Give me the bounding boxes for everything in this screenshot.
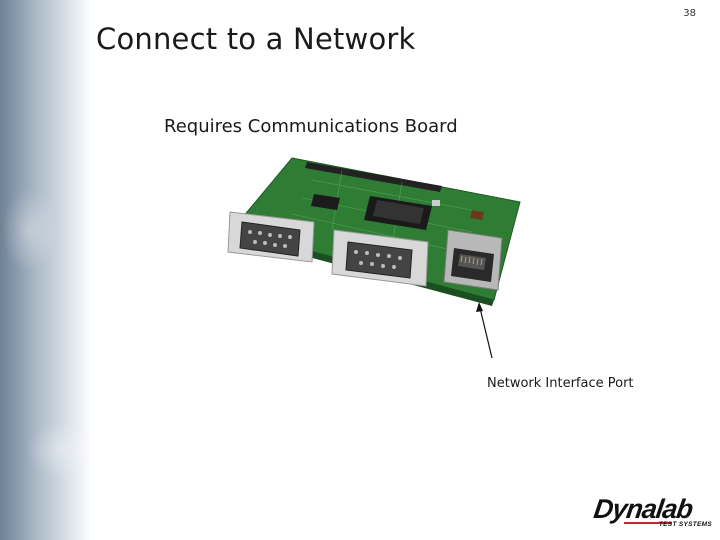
dynalab-logo: Dynalab TEST SYSTEMS <box>592 494 716 530</box>
db9-connector-icon <box>331 229 429 287</box>
logo-tagline: TEST SYSTEMS <box>658 521 712 528</box>
callout-label: Network Interface Port <box>487 376 634 391</box>
communications-board-image <box>227 157 521 306</box>
rj45-port-icon <box>443 229 503 291</box>
arrow-icon <box>476 302 493 359</box>
slide-number: 38 <box>683 8 696 19</box>
slide-title: Connect to a Network <box>96 22 416 56</box>
slide-subtitle: Requires Communications Board <box>164 116 458 137</box>
db9-connector-icon <box>227 211 315 263</box>
logo-underline <box>624 522 672 524</box>
sidebar-gradient <box>0 0 92 540</box>
